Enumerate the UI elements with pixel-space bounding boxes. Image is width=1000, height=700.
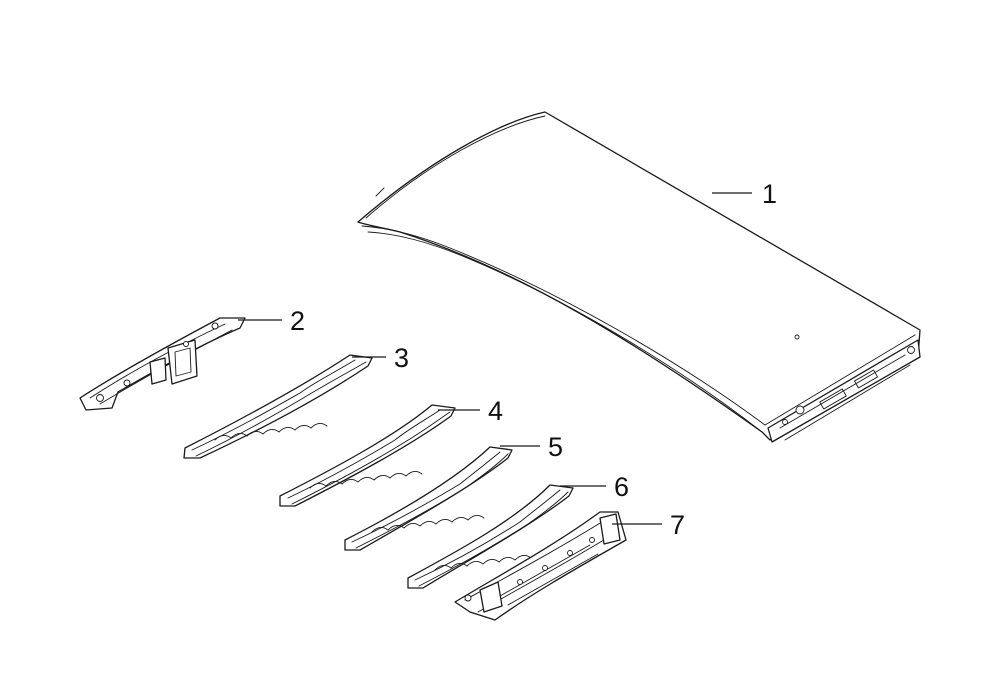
callout-4: 4 xyxy=(488,396,503,426)
callout-5: 5 xyxy=(548,432,563,462)
callout-1: 1 xyxy=(762,179,777,209)
callout-7: 7 xyxy=(670,510,685,540)
callout-3: 3 xyxy=(394,343,409,373)
roof-bow-third xyxy=(344,446,513,551)
roof-panel xyxy=(357,111,921,443)
rear-roof-header xyxy=(454,511,627,621)
callout-6: 6 xyxy=(614,472,629,502)
front-roof-header xyxy=(79,317,246,411)
callout-2: 2 xyxy=(290,306,305,336)
roof-bow-front xyxy=(183,354,373,459)
roof-bow-second xyxy=(279,404,456,507)
